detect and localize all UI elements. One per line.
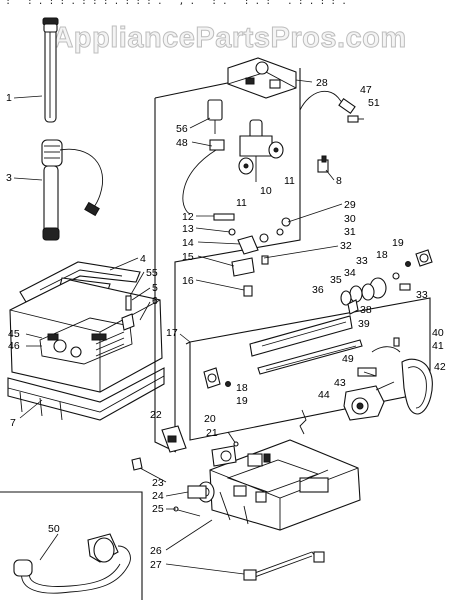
label-12: 12 (182, 211, 194, 223)
label-19-top: 19 (392, 237, 404, 249)
label-38: 38 (360, 304, 372, 316)
base-part-26 (209, 439, 361, 531)
label-44: 44 (318, 389, 330, 401)
cord-part-47 (299, 90, 364, 123)
label-48: 48 (176, 137, 188, 149)
label-35: 35 (330, 274, 342, 286)
leader-lines-bottom (39, 467, 245, 575)
label-4: 4 (140, 253, 146, 265)
label-23: 23 (152, 477, 164, 489)
bracket-part-8 (317, 155, 329, 173)
label-21: 21 (206, 427, 218, 439)
label-28: 28 (316, 77, 328, 89)
label-16: 16 (182, 275, 194, 287)
label-47: 47 (360, 84, 372, 96)
hose-handle-part-3 (41, 139, 104, 241)
label-8: 8 (336, 175, 342, 187)
label-33-top: 33 (356, 255, 368, 267)
label-19-bottom: 19 (236, 395, 248, 407)
label-41: 41 (432, 340, 444, 352)
leader-lines (13, 79, 377, 419)
label-1: 1 (6, 92, 12, 104)
label-50: 50 (48, 523, 60, 535)
label-40: 40 (432, 327, 444, 339)
label-42: 42 (434, 361, 446, 373)
spring-part-44 (299, 409, 307, 435)
label-39: 39 (358, 318, 370, 330)
wand-part-1 (42, 17, 59, 123)
label-32: 32 (340, 240, 352, 252)
label-18-top: 18 (376, 249, 388, 261)
switch-housing-part-28 (227, 57, 297, 99)
motor-belt-parts-40-43 (343, 337, 433, 421)
handle-rod-part-27 (243, 551, 325, 581)
label-7: 7 (10, 417, 16, 429)
label-30: 30 (344, 213, 356, 225)
agitator-assembly (203, 249, 433, 389)
label-51: 51 (368, 97, 380, 109)
label-31: 31 (344, 226, 356, 238)
label-34: 34 (344, 267, 356, 279)
label-24: 24 (152, 490, 164, 502)
label-13: 13 (182, 223, 194, 235)
label-56: 56 (176, 123, 188, 135)
hose-inset-part-50 (0, 491, 143, 600)
label-5: 5 (152, 282, 158, 294)
label-15: 15 (182, 251, 194, 263)
bracket-parts-12-16 (213, 213, 291, 297)
canister-body-part-7 (7, 279, 165, 421)
label-46: 46 (8, 340, 20, 352)
label-11-left: 11 (236, 197, 247, 209)
cropped-header-text: : ′ : . : : . : : : . : : : . ′ , . ′ : … (0, 0, 347, 7)
label-10: 10 (260, 185, 272, 197)
label-18-bottom: 18 (236, 382, 248, 394)
label-49: 49 (342, 353, 354, 365)
pivot-assembly-parts-56-48-10-11 (182, 99, 284, 215)
label-6: 6 (152, 295, 158, 307)
callout-labels: 1 3 4 55 5 6 45 46 7 56 48 28 47 51 10 1… (6, 77, 446, 571)
label-11-right: 11 (284, 175, 295, 187)
label-43: 43 (334, 377, 346, 389)
label-29: 29 (344, 199, 356, 211)
exploded-view-frame (154, 68, 431, 453)
label-14: 14 (182, 237, 194, 249)
label-25: 25 (152, 503, 164, 515)
label-33-right: 33 (416, 289, 428, 301)
label-27: 27 (150, 559, 162, 571)
label-36: 36 (312, 284, 324, 296)
label-3: 3 (6, 172, 12, 184)
label-55: 55 (146, 267, 158, 279)
wheel-parts-20-25 (131, 425, 239, 517)
label-17: 17 (166, 327, 178, 339)
label-20: 20 (204, 413, 216, 425)
label-45: 45 (8, 328, 20, 340)
label-26: 26 (150, 545, 162, 557)
label-22: 22 (150, 409, 162, 421)
